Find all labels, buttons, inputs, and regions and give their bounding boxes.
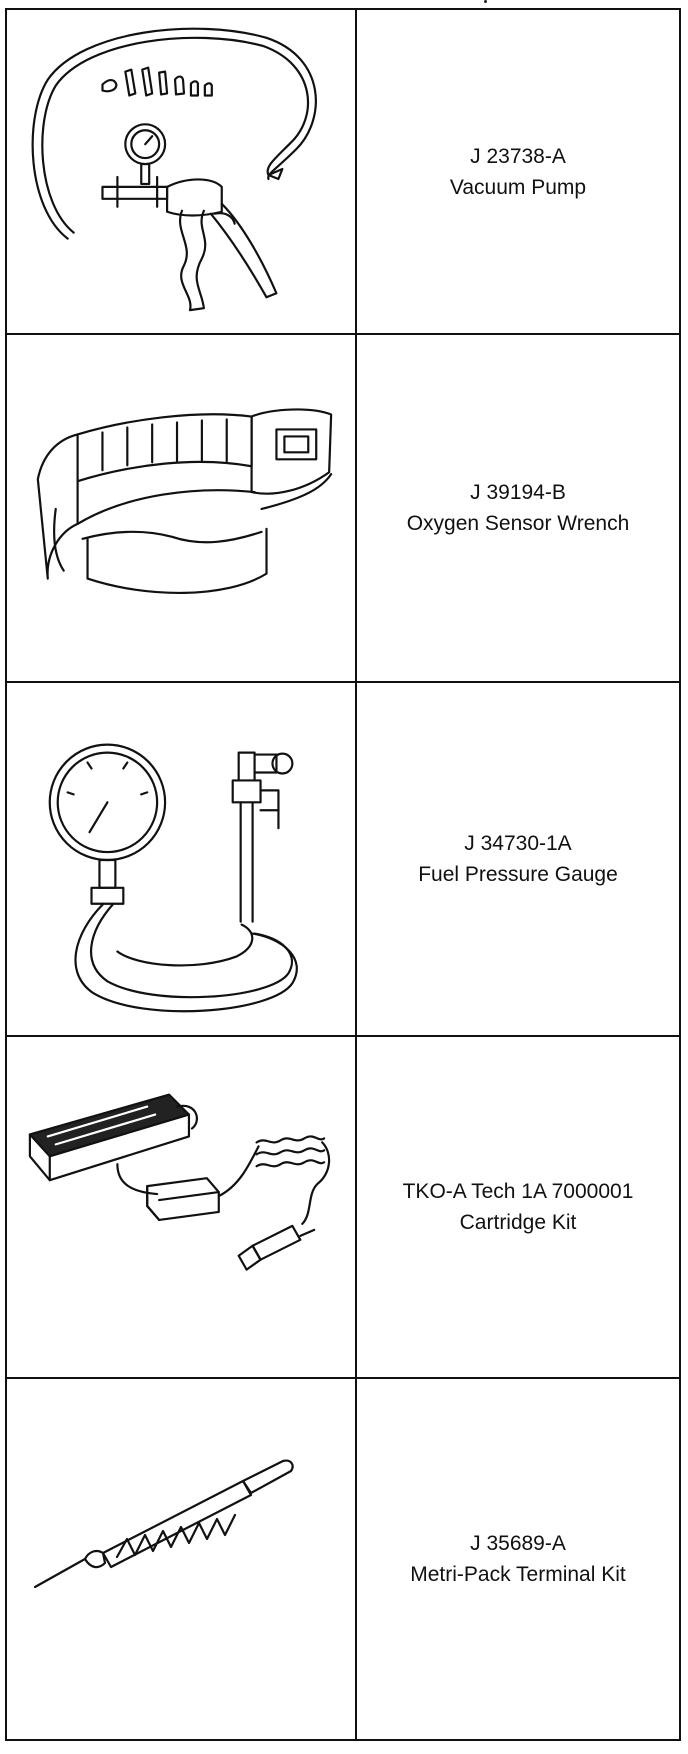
tool-row-oxygen-sensor-wrench: J 39194-B Oxygen Sensor Wrench bbox=[7, 335, 679, 683]
tool-name: Fuel Pressure Gauge bbox=[418, 863, 618, 886]
vacuum-pump-illustration bbox=[31, 27, 317, 312]
tool-description: J 39194-B Oxygen Sensor Wrench bbox=[357, 335, 679, 681]
tool-description: TKO-A Tech 1A 7000001 Cartridge Kit bbox=[357, 1037, 679, 1377]
illustration-cell bbox=[7, 335, 357, 681]
tool-name: Vacuum Pump bbox=[449, 175, 587, 199]
tool-number: J 35689-A bbox=[470, 1532, 566, 1555]
cartridge-kit-illustration bbox=[28, 1093, 331, 1271]
special-tools-table: J 23738-A Vacuum Pump J 39194-B Oxygen bbox=[5, 8, 681, 1741]
tool-description: J 35689-A Metri-Pack Terminal Kit bbox=[357, 1379, 679, 1739]
illustration-cell bbox=[7, 10, 357, 333]
tool-number: J 34730-1A bbox=[464, 832, 572, 855]
tool-number: J 39194-B bbox=[470, 481, 566, 504]
tool-number: TKO-A Tech 1A 7000001 bbox=[402, 1180, 634, 1203]
tool-name: Cartridge Kit bbox=[459, 1211, 577, 1234]
metri-pack-terminal-kit-illustration bbox=[33, 1459, 294, 1589]
tool-row-cartridge-kit: TKO-A Tech 1A 7000001 Cartridge Kit bbox=[7, 1037, 679, 1379]
fuel-pressure-gauge-illustration bbox=[48, 743, 298, 1013]
tool-row-vacuum-pump: J 23738-A Vacuum Pump bbox=[7, 10, 679, 335]
tool-description: J 23738-A Vacuum Pump bbox=[357, 10, 679, 333]
illustration-cell bbox=[7, 683, 357, 1035]
illustration-cell bbox=[7, 1379, 357, 1739]
tool-row-fuel-pressure-gauge: J 34730-1A Fuel Pressure Gauge bbox=[7, 683, 679, 1037]
tool-row-metri-pack-terminal-kit: J 35689-A Metri-Pack Terminal Kit bbox=[7, 1379, 679, 1739]
page-mark bbox=[484, 0, 487, 3]
tool-description: J 34730-1A Fuel Pressure Gauge bbox=[357, 683, 679, 1035]
illustration-cell bbox=[7, 1037, 357, 1377]
oxygen-sensor-wrench-illustration bbox=[36, 408, 333, 594]
tool-name: Oxygen Sensor Wrench bbox=[406, 512, 630, 535]
tool-name: Metri-Pack Terminal Kit bbox=[410, 1563, 626, 1586]
tool-number: J 23738-A bbox=[470, 144, 566, 168]
